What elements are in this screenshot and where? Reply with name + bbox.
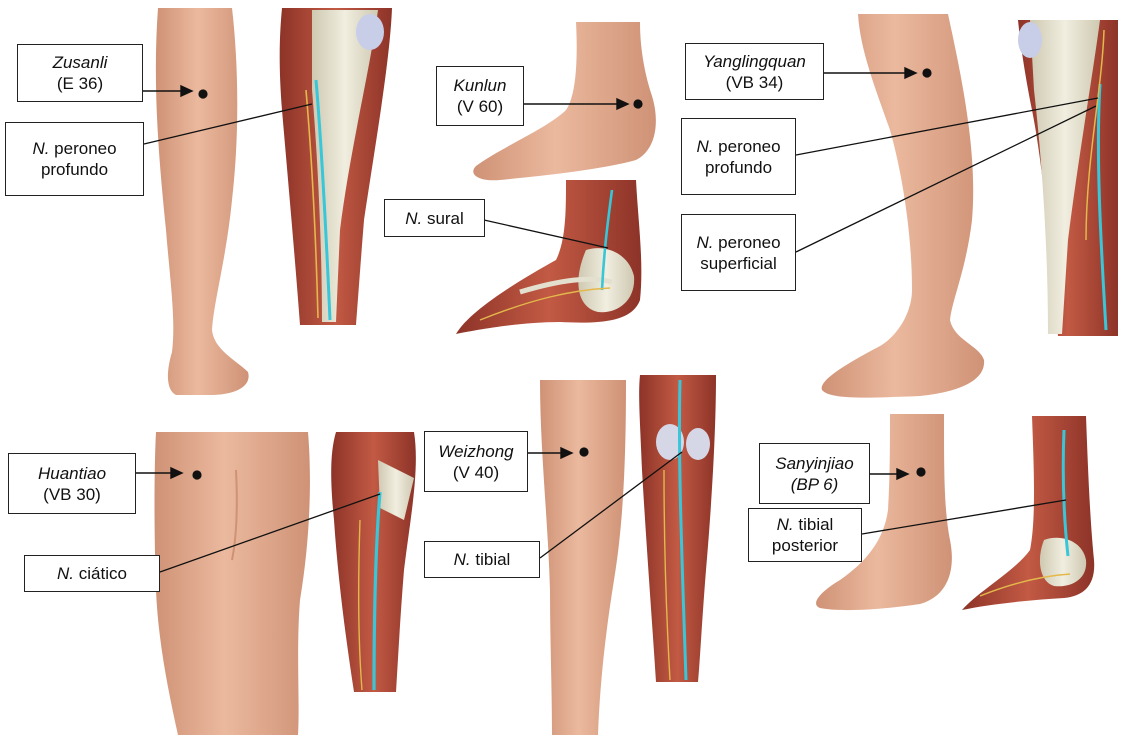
sanyinjiao-nerve-label: N. tibial posterior bbox=[748, 508, 862, 562]
muscle-mass bbox=[639, 375, 716, 682]
point-name: Huantiao bbox=[38, 463, 106, 484]
yanglingquan-leg bbox=[822, 14, 984, 398]
leg-skin bbox=[822, 14, 984, 398]
point-arrows bbox=[136, 68, 916, 479]
nerve-name-line2: profundo bbox=[41, 159, 108, 180]
point-name: Yanglingquan bbox=[703, 51, 806, 72]
weizhong-leg bbox=[540, 380, 626, 735]
zusanli-leg bbox=[156, 8, 249, 395]
knee-condyle bbox=[686, 428, 710, 460]
zusanli-nerve-label: N. peroneo profundo bbox=[5, 122, 144, 196]
point-code: (VB 34) bbox=[726, 72, 784, 93]
nerve-name: sural bbox=[427, 209, 464, 228]
kunlun-nerve-label: N. sural bbox=[384, 199, 485, 237]
nerve-prefix: N. bbox=[454, 550, 471, 569]
point-name: Kunlun bbox=[454, 75, 507, 96]
nerve-prefix: N. bbox=[405, 209, 422, 228]
acupoint-huantiao bbox=[192, 470, 201, 479]
acupoint-kunlun bbox=[633, 99, 642, 108]
point-name: Sanyinjiao bbox=[775, 453, 853, 474]
huantiao-buttock bbox=[155, 432, 310, 735]
huantiao-point-label: Huantiao (VB 30) bbox=[8, 453, 136, 514]
nerve-name-line2: posterior bbox=[772, 535, 838, 556]
knee-cartilage bbox=[1018, 22, 1042, 58]
nerve-prefix: N. bbox=[696, 233, 713, 252]
nerve-prefix: N. bbox=[777, 515, 794, 534]
nerve-prefix: N. bbox=[696, 137, 713, 156]
huantiao-nerve-label: N. ciático bbox=[24, 555, 160, 592]
weizhong-point-label: Weizhong (V 40) bbox=[424, 431, 528, 492]
weizhong-anatomy bbox=[639, 375, 716, 682]
acupoint-zusanli bbox=[198, 89, 207, 98]
nerve-name: peroneo bbox=[718, 233, 780, 252]
point-code: (V 60) bbox=[457, 96, 503, 117]
point-code: (E 36) bbox=[57, 73, 103, 94]
nerve-prefix: N. bbox=[32, 139, 49, 158]
yanglingquan-nerve2-label: N. peroneo superficial bbox=[681, 214, 796, 291]
acupoint-yanglingquan bbox=[922, 68, 931, 77]
weizhong-nerve-label: N. tibial bbox=[424, 541, 540, 578]
zusanli-point-label: Zusanli (E 36) bbox=[17, 44, 143, 102]
sanyinjiao-point-label: Sanyinjiao (BP 6) bbox=[759, 443, 870, 504]
nerve-name-line2: superficial bbox=[700, 253, 777, 274]
yanglingquan-anatomy bbox=[1018, 20, 1118, 336]
nerve-name: peroneo bbox=[718, 137, 780, 156]
acupoint-sanyinjiao bbox=[916, 467, 925, 476]
huantiao-anatomy bbox=[331, 432, 416, 692]
nerve-name: tibial bbox=[798, 515, 833, 534]
sanyinjiao-anatomy bbox=[962, 416, 1094, 610]
buttock-skin bbox=[155, 432, 310, 735]
leg-skin bbox=[156, 8, 249, 395]
nerve-prefix: N. bbox=[57, 564, 74, 583]
nerve-name: tibial bbox=[475, 550, 510, 569]
zusanli-anatomy bbox=[280, 8, 392, 325]
leg-skin bbox=[540, 380, 626, 735]
acupoint-weizhong bbox=[579, 447, 588, 456]
kunlun-point-label: Kunlun (V 60) bbox=[436, 66, 524, 126]
point-name: Zusanli bbox=[53, 52, 108, 73]
nerve-name: ciático bbox=[79, 564, 127, 583]
point-code: (V 40) bbox=[453, 462, 499, 483]
point-name: Weizhong bbox=[438, 441, 513, 462]
patella-cartilage bbox=[356, 14, 384, 50]
point-code: (VB 30) bbox=[43, 484, 101, 505]
nerve-name-line2: profundo bbox=[705, 157, 772, 178]
nerve-name: peroneo bbox=[54, 139, 116, 158]
yanglingquan-nerve1-label: N. peroneo profundo bbox=[681, 118, 796, 195]
point-code: (BP 6) bbox=[791, 474, 839, 495]
yanglingquan-point-label: Yanglingquan (VB 34) bbox=[685, 43, 824, 100]
